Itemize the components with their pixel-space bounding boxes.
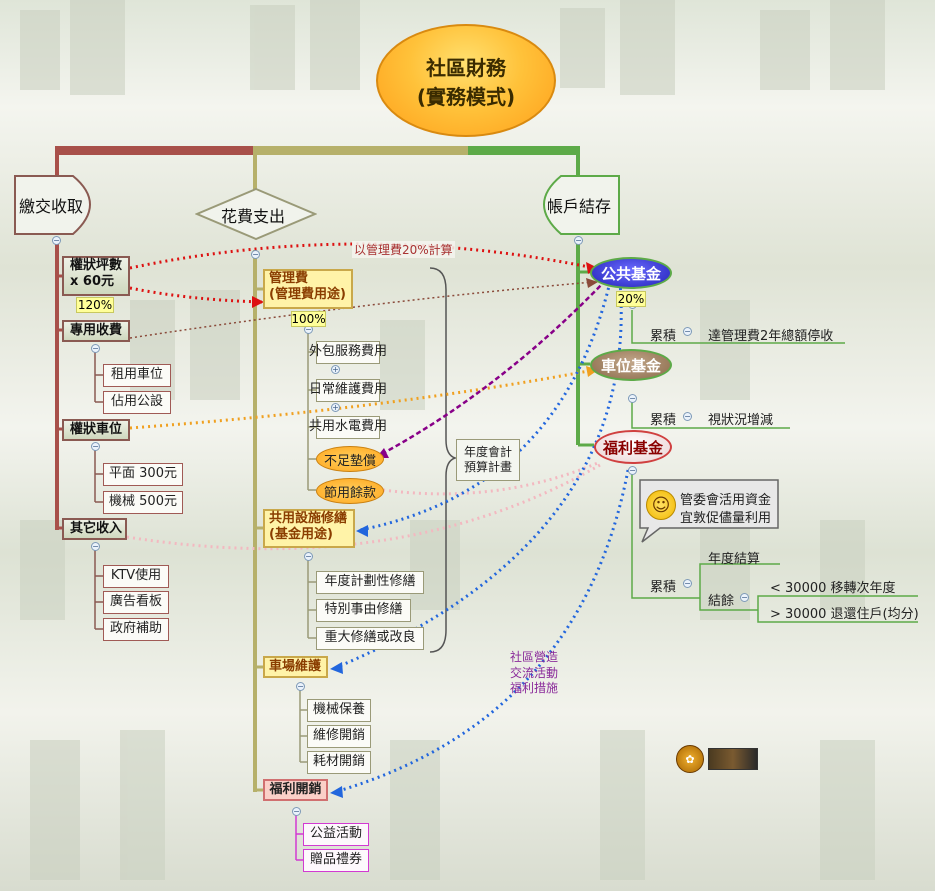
mgmt-line1: 管理費 bbox=[269, 271, 309, 286]
budget-plan-box[interactable]: 年度會計 預算計畫 bbox=[456, 439, 520, 481]
expense-parking-node[interactable]: 車場維護 bbox=[263, 656, 328, 678]
income-leaf[interactable]: 租用車位 bbox=[103, 364, 171, 387]
collapse-icon[interactable]: − bbox=[740, 593, 749, 602]
expense-welfare-node[interactable]: 福利開銷 bbox=[263, 779, 328, 801]
expense-leaf[interactable]: 耗材開銷 bbox=[307, 751, 371, 774]
collapse-icon[interactable]: − bbox=[251, 250, 260, 259]
annual-settlement: 年度結算 bbox=[708, 552, 761, 567]
public-fund-oval[interactable]: 公共基金 bbox=[590, 257, 672, 289]
income-leaf[interactable]: KTV使用 bbox=[103, 565, 169, 588]
logo-banner bbox=[708, 748, 758, 770]
expense-leaf[interactable]: 日常維護費用 bbox=[309, 379, 387, 402]
income-floor-area-node[interactable]: 權狀坪數 x 60元 bbox=[62, 256, 130, 296]
collapse-icon[interactable]: − bbox=[628, 466, 637, 475]
collapse-icon[interactable]: − bbox=[304, 552, 313, 561]
floor-area-line2: x 60元 bbox=[70, 274, 115, 290]
expense-leaf[interactable]: 重大修繕或改良 bbox=[316, 627, 424, 650]
expense-leaf[interactable]: 共用水電費用 bbox=[309, 416, 387, 439]
community-line3: 福利措施 bbox=[510, 681, 559, 696]
community-line1: 社區營造 bbox=[510, 650, 559, 664]
collapse-icon[interactable]: − bbox=[628, 394, 637, 403]
collapse-icon[interactable]: − bbox=[91, 344, 100, 353]
income-other-node[interactable]: 其它收入 bbox=[62, 518, 127, 540]
accumulate-label: 累積 bbox=[650, 413, 677, 428]
income-leaf[interactable]: 機械 500元 bbox=[103, 491, 183, 514]
collapse-icon[interactable]: − bbox=[296, 682, 305, 691]
collapse-icon[interactable]: − bbox=[683, 412, 692, 421]
expense-leaf[interactable]: 維修開銷 bbox=[307, 725, 371, 748]
budget-line2: 預算計畫 bbox=[463, 460, 512, 474]
balance-branch-label[interactable]: 帳戶結存 bbox=[547, 197, 612, 216]
collapse-icon[interactable]: − bbox=[574, 236, 583, 245]
expense-leaf[interactable]: 公益活動 bbox=[303, 823, 369, 846]
parking-fund-oval[interactable]: 車位基金 bbox=[590, 349, 672, 381]
surplus-under-rule: < 30000 移轉次年度 bbox=[770, 581, 896, 596]
root-title-line2: (實務模式) bbox=[416, 84, 516, 109]
community-line2: 交流活動 bbox=[510, 665, 559, 680]
expense-leaf[interactable]: 外包服務費用 bbox=[309, 341, 387, 364]
surplus-label: 結餘 bbox=[708, 594, 735, 609]
expand-icon[interactable]: + bbox=[331, 365, 340, 374]
welfare-note-line1: 管委會活用資金 bbox=[680, 493, 772, 508]
accumulate-label: 累積 bbox=[650, 580, 677, 595]
facility-line1: 共用設施修繕 bbox=[269, 511, 348, 526]
root-title-line1: 社區財務 bbox=[426, 55, 506, 80]
surplus-over-rule: > 30000 退還住戶(均分) bbox=[770, 607, 919, 622]
budget-line1: 年度會計 bbox=[463, 445, 512, 459]
accumulate-label: 累積 bbox=[650, 329, 677, 344]
income-leaf[interactable]: 佔用公設 bbox=[103, 391, 171, 414]
expense-leaf[interactable]: 特別事由修繕 bbox=[316, 599, 411, 622]
expense-leaf[interactable]: 機械保養 bbox=[307, 699, 371, 722]
collapse-icon[interactable]: − bbox=[683, 327, 692, 336]
welfare-fund-oval[interactable]: 福利基金 bbox=[594, 430, 672, 464]
mgmt-line2: (管理費用途) bbox=[269, 287, 346, 303]
income-leaf[interactable]: 廣告看板 bbox=[103, 591, 169, 614]
expense-branch-label[interactable]: 花費支出 bbox=[221, 207, 286, 226]
percent-badge: 100% bbox=[291, 311, 326, 327]
collapse-icon[interactable]: − bbox=[91, 542, 100, 551]
facility-line2: (基金用途) bbox=[269, 527, 333, 543]
income-leaf[interactable]: 平面 300元 bbox=[103, 463, 183, 486]
root-topic[interactable]: 社區財務 (實務模式) bbox=[376, 24, 556, 137]
collapse-icon[interactable]: − bbox=[292, 807, 301, 816]
income-special-fee-node[interactable]: 專用收費 bbox=[62, 320, 130, 342]
logo-seal: ✿ bbox=[676, 745, 704, 773]
expense-leaf[interactable]: 年度計劃性修繕 bbox=[316, 571, 424, 594]
percent-badge: 120% bbox=[76, 297, 114, 313]
expense-branch-shape[interactable] bbox=[195, 188, 317, 240]
parking-fund-note: 視狀況增減 bbox=[708, 413, 774, 428]
balance-branch-shape[interactable] bbox=[529, 174, 621, 236]
income-branch-shape[interactable] bbox=[13, 174, 111, 236]
expand-icon[interactable]: + bbox=[331, 403, 340, 412]
collapse-icon[interactable]: − bbox=[683, 579, 692, 588]
income-branch-label[interactable]: 繳交收取 bbox=[19, 197, 84, 216]
smiley-icon: ☺ bbox=[646, 490, 676, 520]
expense-facility-node[interactable]: 共用設施修繕 (基金用途) bbox=[263, 509, 355, 548]
surplus-oval[interactable]: 節用餘款 bbox=[316, 478, 384, 504]
top-arrow-label: 以管理費20%計算 bbox=[352, 241, 455, 258]
welfare-note-line2: 宜敦促儘量利用 bbox=[680, 511, 772, 526]
public-fund-note: 達管理費2年總額停收 bbox=[708, 329, 834, 344]
income-parking-node[interactable]: 權狀車位 bbox=[62, 419, 130, 441]
collapse-icon[interactable]: − bbox=[52, 236, 61, 245]
expense-mgmt-node[interactable]: 管理費 (管理費用途) bbox=[263, 269, 353, 309]
expense-leaf[interactable]: 贈品禮券 bbox=[303, 849, 369, 872]
floor-area-line1: 權狀坪數 bbox=[70, 258, 123, 273]
shortfall-oval[interactable]: 不足墊償 bbox=[316, 446, 384, 472]
community-note: 社區營造 交流活動 福利措施 bbox=[510, 650, 558, 697]
collapse-icon[interactable]: − bbox=[91, 442, 100, 451]
income-leaf[interactable]: 政府補助 bbox=[103, 618, 169, 641]
percent-badge: 20% bbox=[616, 291, 646, 307]
